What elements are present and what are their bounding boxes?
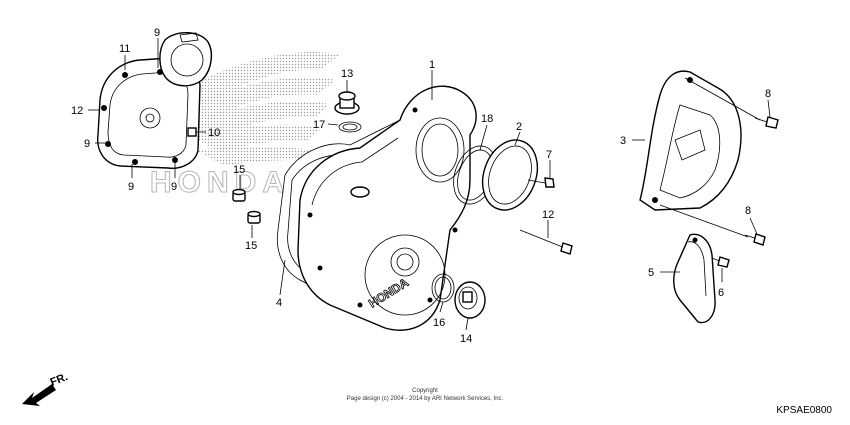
part-14-plug: [454, 281, 486, 319]
callout-8-lower: 8: [745, 205, 751, 217]
callout-12-right: 12: [542, 209, 554, 221]
callout-7: 7: [546, 149, 552, 161]
part-17-o-ring: [338, 121, 362, 133]
callout-15-top: 15: [233, 164, 245, 176]
callout-14: 14: [460, 333, 472, 345]
callout-labels: 11 9 12 9 9 9 10 13 17 1 18 2 7 12 15 15…: [71, 27, 771, 345]
callout-9-bottom-right: 9: [171, 181, 177, 193]
callout-6: 6: [718, 287, 724, 299]
callout-13: 13: [341, 68, 353, 80]
direction-label: FR.: [49, 371, 70, 389]
part-5-guard-plate: [673, 233, 716, 324]
callout-9-top: 9: [154, 27, 160, 39]
callout-3: 3: [620, 135, 626, 147]
leader-lines: [88, 38, 771, 331]
callout-1: 1: [429, 59, 435, 71]
callout-15-bottom: 15: [245, 240, 257, 252]
copyright-line-1: Copyright: [412, 388, 438, 394]
part-8-bolt-lower: [744, 233, 766, 246]
part-13-filler-cap: [334, 91, 360, 115]
part-15-dowel-pins: [232, 188, 261, 224]
part-7-bolt: [527, 177, 555, 188]
callout-9-left: 9: [84, 138, 90, 150]
callout-2: 2: [516, 121, 522, 133]
callout-16: 16: [433, 317, 445, 329]
callout-12-left: 12: [71, 105, 83, 117]
part-3-guard: [639, 70, 742, 211]
callout-18: 18: [481, 113, 493, 125]
part-6-bolt: [711, 256, 730, 268]
callout-11: 11: [119, 43, 130, 55]
watermark-text: HONDA: [150, 166, 290, 199]
callout-9-bottom-left: 9: [128, 181, 134, 193]
part-12-long-bolt: [519, 229, 573, 255]
diagram-code: KPSAE0800: [776, 405, 832, 416]
callout-8-upper: 8: [765, 88, 771, 100]
part-11-cover: [97, 32, 213, 169]
part-1-crankcase-cover: HONDA: [297, 85, 477, 331]
part-2-inspection-cover: [481, 139, 539, 211]
callout-5: 5: [648, 267, 654, 279]
callout-17: 17: [313, 119, 325, 131]
copyright-line-2: Page design (c) 2004 - 2014 by ARI Netwo…: [346, 396, 504, 402]
honda-wing-watermark: HONDA: [150, 51, 340, 200]
callout-10: 10: [208, 127, 220, 139]
part-8-bolt-upper: [754, 116, 779, 129]
callout-4: 4: [276, 297, 282, 309]
